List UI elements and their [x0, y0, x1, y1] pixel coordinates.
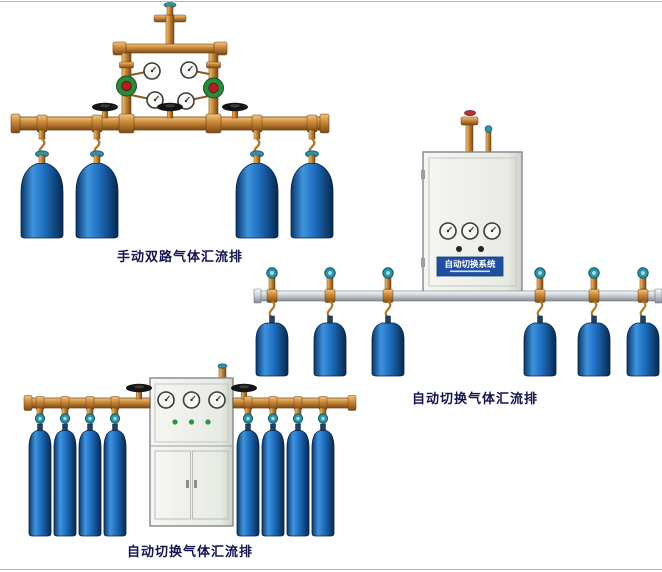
cabinet-nameplate-text: 自动切换系统 [444, 259, 496, 270]
cylinder-station [577, 267, 611, 377]
cylinder-valve [84, 407, 96, 424]
indicator-light [456, 246, 462, 252]
gas-cylinder [236, 423, 260, 537]
caption-auto-switch-floor-manifold: 自动切换气体汇流排 [126, 545, 253, 560]
gas-cylinder [78, 423, 102, 537]
cylinder-station [371, 267, 405, 377]
door-handle [194, 480, 197, 488]
gas-cylinder [103, 423, 127, 537]
cylinder-valve [267, 407, 279, 424]
gas-cylinder [286, 423, 310, 537]
page-top-border [0, 1, 662, 2]
auto-switch-floor-manifold-illustration [23, 363, 357, 537]
cylinder-station [255, 267, 289, 377]
cabinet-door [154, 450, 191, 520]
cylinder-valve [59, 407, 71, 424]
gas-cylinder [523, 315, 557, 377]
cylinder-valve [34, 407, 46, 424]
gas-cylinder [28, 423, 52, 537]
gas-cylinder [255, 315, 289, 377]
cylinder-valve [324, 267, 336, 290]
auto-switch-wall-manifold-illustration: 自动切换系统 [253, 110, 662, 377]
pressure-regulator [116, 75, 137, 97]
valve-handwheel [221, 102, 249, 119]
cylinder-station [523, 267, 557, 377]
manifold-pipe [253, 288, 662, 304]
cylinder-valve [534, 267, 546, 290]
pressure-gauge [439, 222, 457, 240]
cylinder-valve [382, 267, 394, 290]
cylinder-station [286, 396, 310, 537]
door-handle [186, 480, 189, 488]
pressure-gauge [143, 62, 161, 80]
cylinder-station [103, 396, 127, 537]
valve-handwheel [125, 383, 153, 400]
gas-cylinder [75, 150, 119, 239]
cylinder-station [626, 267, 660, 377]
gas-cylinder [371, 315, 405, 377]
cylinder-station [235, 129, 279, 239]
manual-dual-manifold-illustration [10, 2, 334, 239]
caption-auto-switch-wall-manifold: 自动切换气体汇流排 [411, 392, 538, 407]
gas-cylinder [577, 315, 611, 377]
main-manifold-pipe [10, 102, 330, 134]
cylinder-station [261, 396, 285, 537]
cylinder-station [78, 396, 102, 537]
indicator-light [478, 246, 484, 252]
cylinder-station [311, 396, 335, 537]
gas-cylinder [261, 423, 285, 537]
cylinder-valve [588, 267, 600, 290]
gas-cylinder [311, 423, 335, 537]
gas-cylinder [53, 423, 77, 537]
pressure-gauge [182, 391, 201, 409]
cabinet-nameplate: 自动切换系统 [436, 256, 504, 277]
cylinder-station [236, 396, 260, 537]
pressure-gauge [461, 222, 479, 240]
cylinder-station [53, 396, 77, 537]
gas-cylinder [20, 150, 64, 239]
valve-handwheel [156, 102, 184, 119]
gas-cylinder [313, 315, 347, 377]
cylinder-valve [637, 267, 649, 290]
cylinder-valve [242, 407, 254, 424]
cylinder-station [20, 129, 64, 239]
cabinet-top-fitting [217, 363, 228, 379]
cylinder-valve [266, 267, 278, 290]
regulator-gauge-cluster [116, 61, 224, 110]
indicator-light [172, 419, 178, 425]
cylinder-valve [292, 407, 304, 424]
cylinder-station [75, 129, 119, 239]
cylinder-valve [109, 407, 121, 424]
gas-cylinder [626, 315, 660, 377]
caption-manual-dual-manifold: 手动双路气体汇流排 [116, 250, 243, 265]
control-cabinet: 自动切换系统 [421, 151, 523, 293]
cylinder-station [290, 129, 334, 239]
control-cabinet [149, 377, 234, 527]
page-bottom-border [0, 569, 662, 570]
cabinet-inlet-pipe [460, 110, 493, 155]
pressure-gauge [180, 61, 198, 79]
pressure-regulator [203, 77, 224, 99]
indicator-light [205, 419, 211, 425]
inlet-tee-assembly [153, 2, 187, 49]
gas-cylinder [290, 150, 334, 239]
nameplate-subtext-bar [450, 270, 490, 273]
pressure-gauge [157, 391, 175, 409]
cylinder-station [28, 396, 52, 537]
indicator-light [188, 419, 195, 425]
cylinder-valve [317, 407, 329, 424]
cabinet-door [192, 450, 229, 520]
pressure-gauge [208, 391, 226, 409]
pressure-gauge [483, 222, 501, 240]
gas-cylinder [235, 150, 279, 239]
cylinder-station [313, 267, 347, 377]
